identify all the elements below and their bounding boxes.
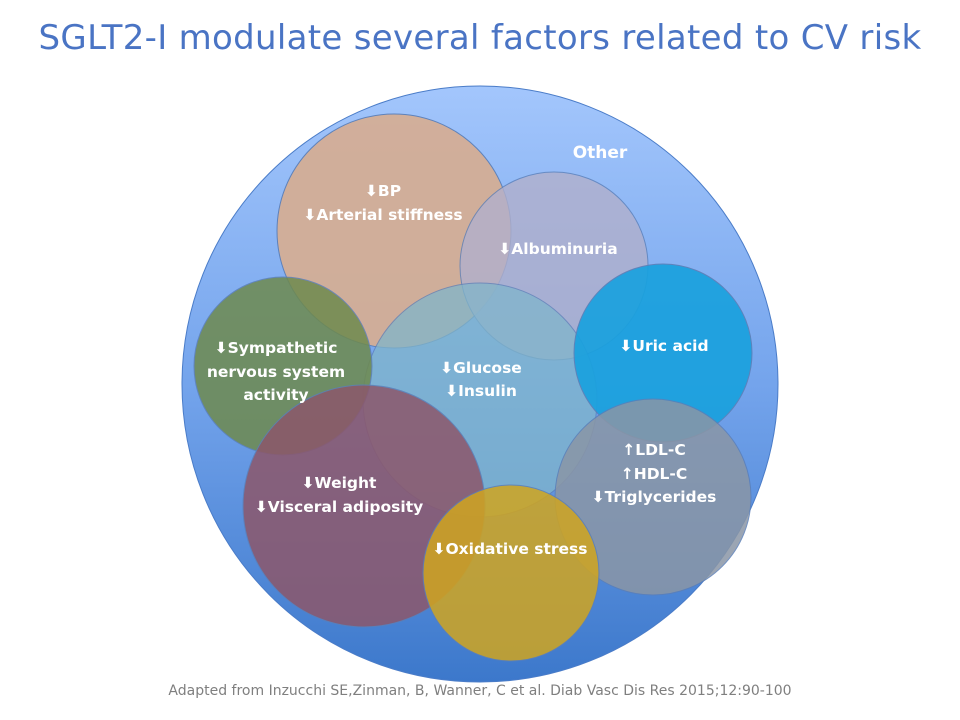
slide-title: SGLT2-I modulate several factors related… — [38, 18, 922, 58]
label-oxidative-stress: ⬇Oxidative stress — [432, 540, 587, 558]
label-bp: ⬇BP ⬇Arterial stiffness — [303, 182, 462, 224]
label-weight: ⬇Weight ⬇Visceral adiposity — [255, 474, 423, 516]
circle-oxidative-stress — [422, 484, 600, 662]
svg-text:⬇Weight: ⬇Weight — [302, 474, 377, 492]
svg-text:⬇Uric acid: ⬇Uric acid — [619, 337, 708, 355]
label-other: Other — [573, 143, 628, 163]
svg-text:⬇Visceral adiposity: ⬇Visceral adiposity — [255, 498, 423, 516]
svg-text:↑HDL-C: ↑HDL-C — [621, 465, 688, 483]
svg-text:⬇Glucose: ⬇Glucose — [440, 359, 522, 377]
svg-text:nervous system: nervous system — [207, 363, 345, 381]
svg-text:⬇BP: ⬇BP — [365, 182, 401, 200]
label-glucose: ⬇Glucose ⬇Insulin — [440, 359, 522, 400]
svg-text:⬇Triglycerides: ⬇Triglycerides — [592, 488, 717, 506]
label-sympathetic: ⬇Sympathetic nervous system activity — [207, 339, 345, 404]
svg-text:⬇Arterial stiffness: ⬇Arterial stiffness — [303, 206, 462, 224]
svg-text:⬇Albuminuria: ⬇Albuminuria — [498, 240, 617, 258]
citation: Adapted from Inzucchi SE,Zinman, B, Wann… — [168, 683, 792, 699]
svg-text:activity: activity — [243, 386, 308, 404]
label-uric-acid: ⬇Uric acid — [619, 337, 708, 355]
svg-text:⬇Insulin: ⬇Insulin — [445, 382, 517, 400]
svg-text:↑LDL-C: ↑LDL-C — [622, 441, 685, 459]
svg-text:⬇Oxidative stress: ⬇Oxidative stress — [432, 540, 587, 558]
label-lipids: ↑LDL-C ↑HDL-C ⬇Triglycerides — [592, 441, 717, 506]
label-albuminuria: ⬇Albuminuria — [498, 240, 617, 258]
svg-text:⬇Sympathetic: ⬇Sympathetic — [215, 339, 338, 357]
